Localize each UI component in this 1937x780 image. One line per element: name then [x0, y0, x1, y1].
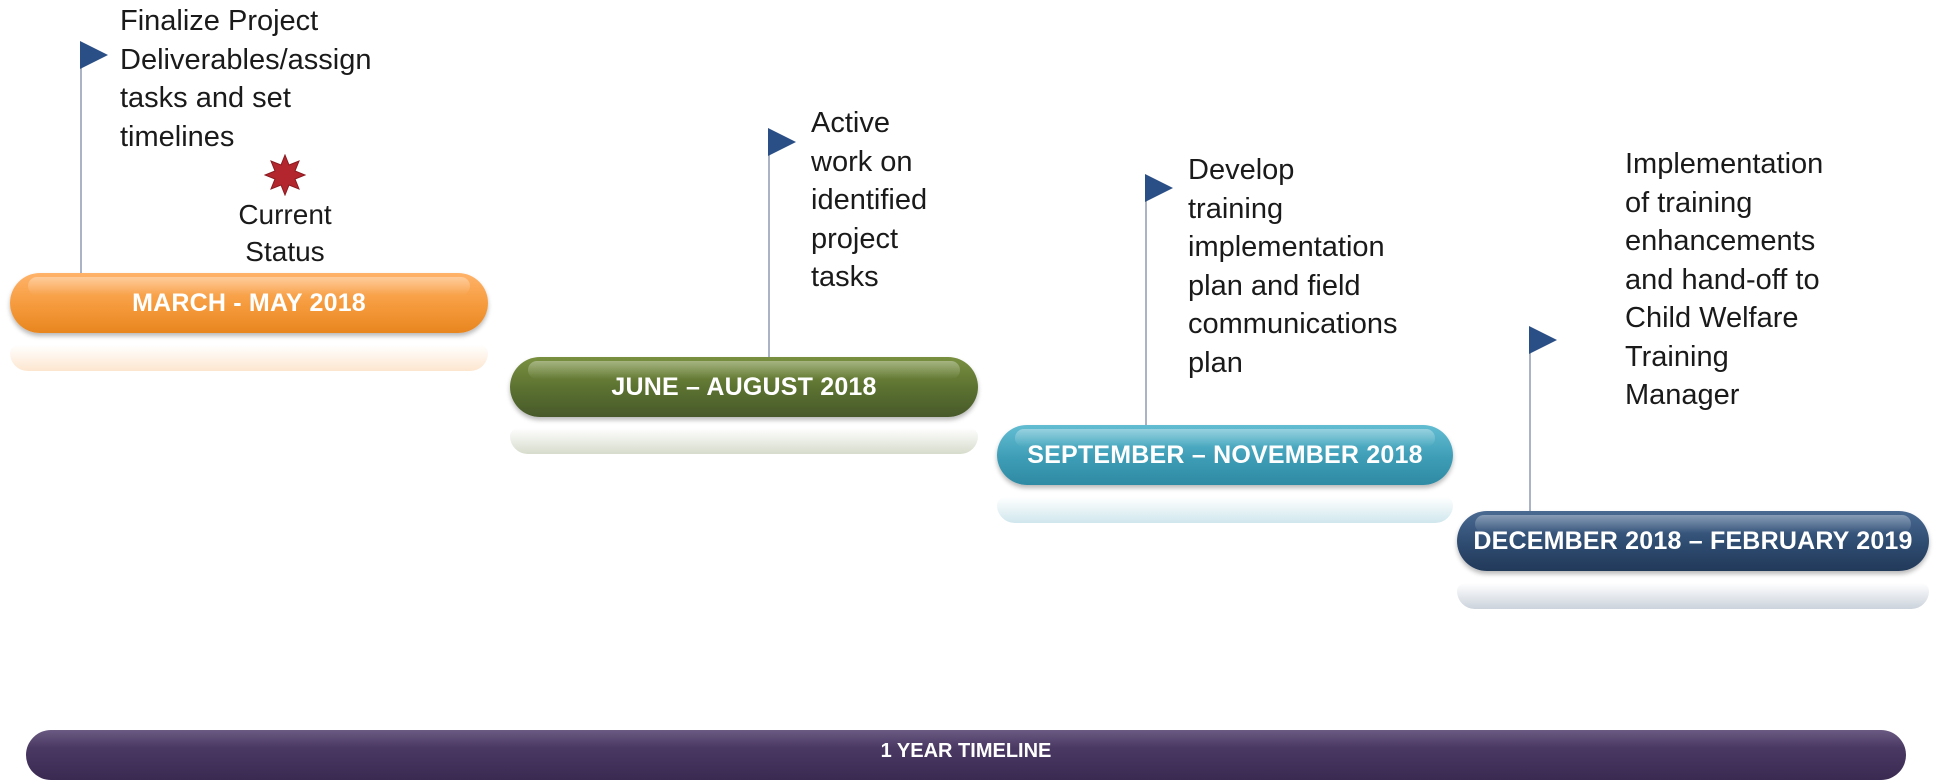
- flag-icon: [80, 41, 108, 69]
- description-line: Active work on: [811, 107, 913, 178]
- timeline-label: 1 YEAR TIMELINE: [880, 740, 1052, 762]
- status-line: Current: [238, 199, 332, 230]
- star-icon: [264, 154, 306, 196]
- flag-icon: [1145, 174, 1173, 202]
- period-label: SEPTEMBER – NOVEMBER 2018: [1027, 440, 1423, 469]
- description-line: implementation: [1188, 231, 1385, 263]
- period-label: MARCH - MAY 2018: [132, 288, 366, 317]
- description-line: plan: [1188, 346, 1243, 379]
- phase-period-bar: JUNE – AUGUST 2018: [510, 357, 978, 417]
- phase-period-bar: SEPTEMBER – NOVEMBER 2018: [997, 425, 1453, 485]
- period-label: DECEMBER 2018 – FEBRUARY 2019: [1473, 526, 1913, 555]
- bar-reflection: [1457, 583, 1929, 609]
- phase-description: Active work on identified project tasks: [811, 104, 927, 297]
- description-line: and hand-off to: [1625, 263, 1820, 296]
- status-line: Status: [245, 236, 325, 267]
- description-line: communications: [1188, 308, 1398, 340]
- description-line: plan and field: [1188, 269, 1361, 302]
- flag-icon: [1529, 326, 1557, 354]
- description-line: Deliverables/assign: [120, 43, 372, 76]
- period-label: JUNE – AUGUST 2018: [611, 372, 877, 401]
- description-line: Training: [1625, 340, 1729, 373]
- description-line: timelines: [120, 120, 235, 153]
- description-line: tasks: [811, 261, 879, 293]
- year-timeline-bar: 1 YEAR TIMELINE: [26, 730, 1906, 780]
- phase-period-bar: DECEMBER 2018 – FEBRUARY 2019: [1457, 511, 1929, 571]
- description-line: tasks and set: [120, 82, 291, 114]
- flag-pole: [1529, 331, 1531, 512]
- flag-icon: [768, 128, 796, 156]
- description-line: enhancements: [1625, 225, 1816, 257]
- phase-period-bar: MARCH - MAY 2018: [10, 273, 488, 333]
- bar-reflection: [997, 497, 1453, 523]
- description-line: Child Welfare: [1625, 302, 1799, 334]
- description-line: Develop training: [1188, 154, 1295, 225]
- bar-reflection: [510, 428, 978, 454]
- flag-pole: [768, 132, 770, 358]
- current-status-label: Current Status: [185, 196, 385, 270]
- flag-pole: [80, 45, 82, 277]
- description-line: Manager: [1625, 379, 1740, 411]
- phase-description: Develop training implementation plan and…: [1188, 151, 1398, 382]
- description-line: identified project: [811, 184, 928, 255]
- flag-pole: [1145, 178, 1147, 426]
- description-line: of training: [1625, 186, 1753, 219]
- description-line: Finalize Project: [120, 5, 319, 37]
- phase-description: Finalize Project Deliverables/assign tas…: [120, 2, 371, 156]
- description-line: Implementation: [1625, 148, 1824, 180]
- bar-reflection: [10, 345, 488, 371]
- phase-description: Implementation of training enhancements …: [1625, 145, 1823, 415]
